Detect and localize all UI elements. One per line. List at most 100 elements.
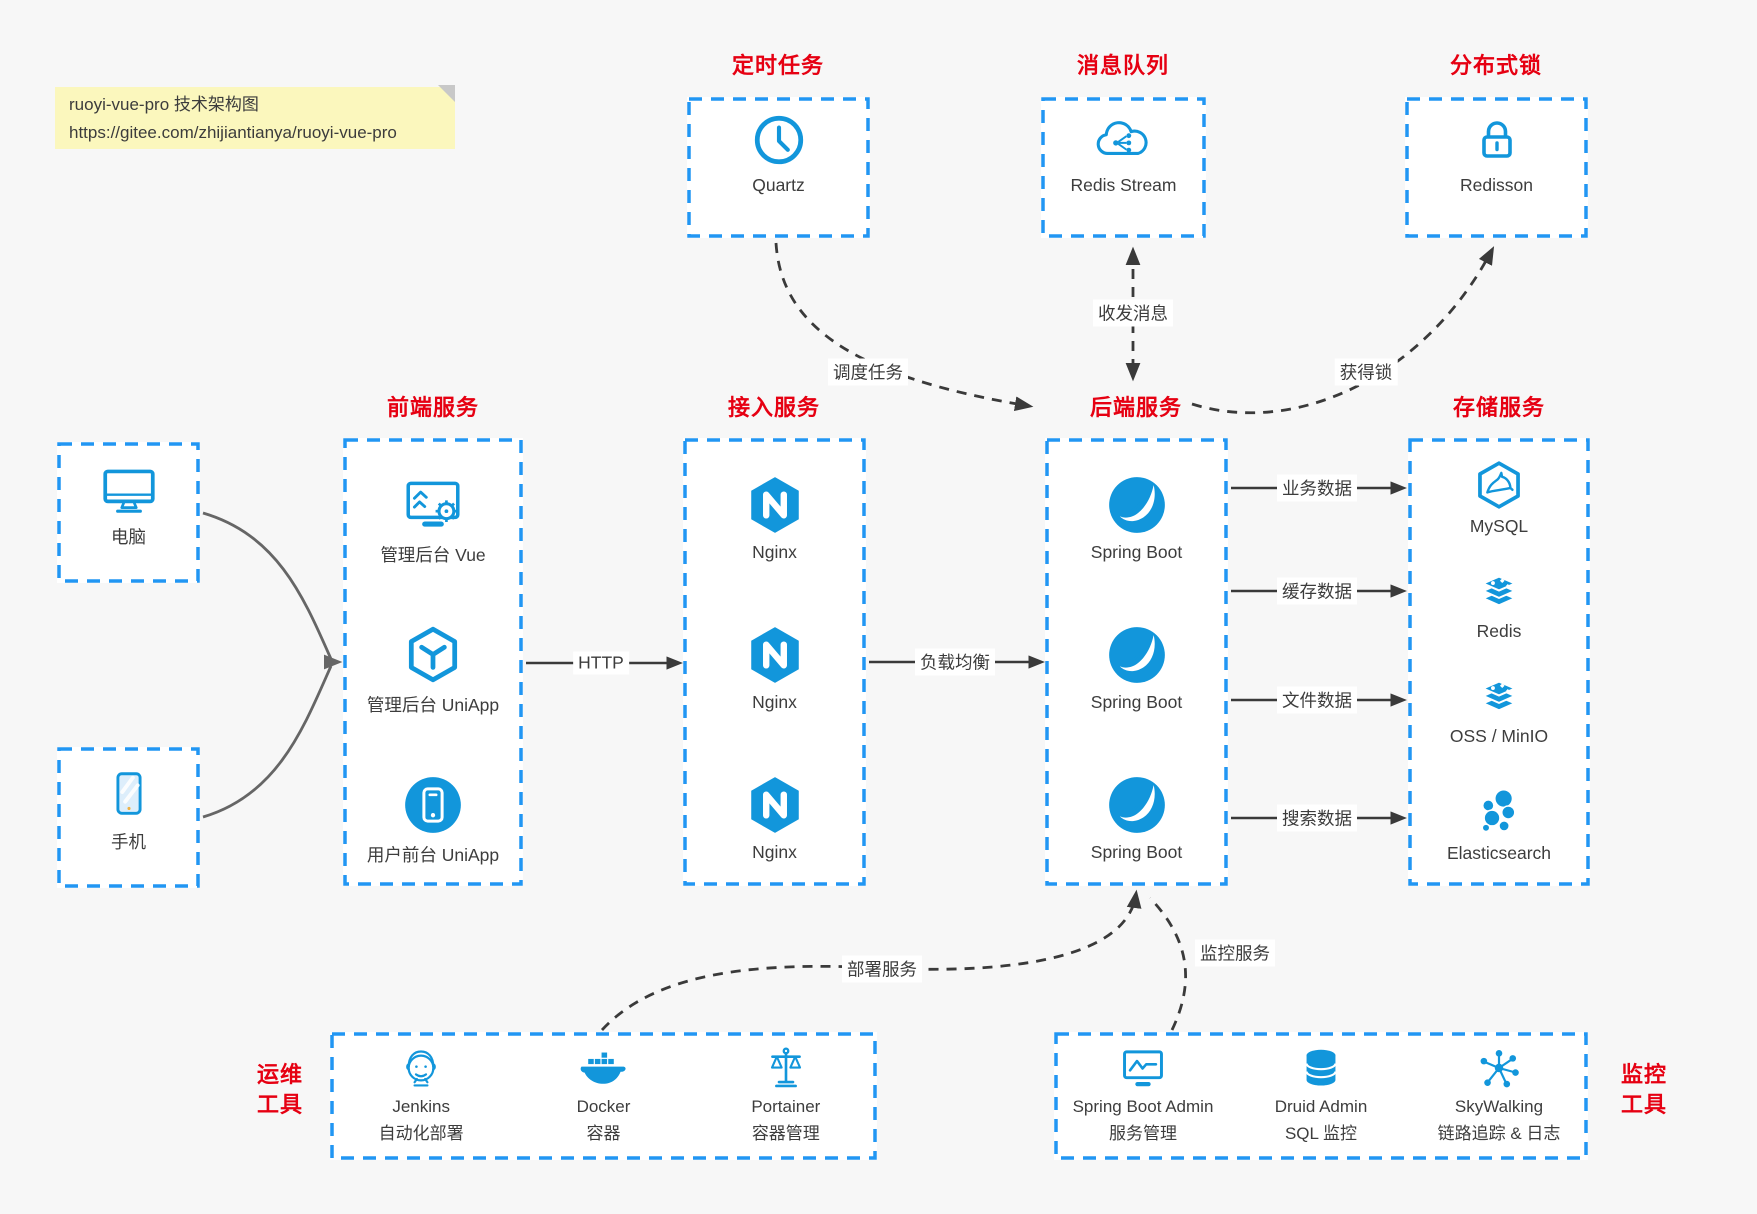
column-title-gateway: 接入服务 (727, 395, 821, 420)
list-item: Nginx (683, 622, 866, 713)
note-title: ruoyi-vue-pro 技术架构图 (69, 95, 259, 114)
spring-boot-icon (1107, 475, 1167, 535)
node-label: OSS / MinIO (1449, 726, 1549, 746)
lock-icon (1469, 112, 1525, 168)
group-title-message-queue: 消息队列 (1076, 53, 1170, 78)
jenkins-icon (399, 1044, 443, 1092)
group-title-scheduled-tasks: 定时任务 (731, 53, 825, 78)
ops-tools-label: 运维 工具 (256, 1062, 303, 1117)
node-label: Spring Boot (1090, 842, 1183, 862)
list-item: Druid Admin SQL 监控 (1232, 1042, 1410, 1160)
node-label: Portainer (751, 1097, 821, 1116)
edge-label-acquire-lock: 获得锁 (1334, 358, 1398, 386)
group-title-distributed-lock: 分布式锁 (1449, 53, 1543, 78)
group-monitor-tools: Spring Boot Admin 服务管理 Druid Admin SQL 监… (1054, 1032, 1588, 1160)
note-url: https://gitee.com/zhijiantianya/ruoyi-vu… (69, 123, 397, 143)
list-item: Nginx (683, 772, 866, 863)
edge-label-schedule: 调度任务 (828, 358, 908, 386)
column-title-storage: 存储服务 (1452, 395, 1546, 420)
edge-label-monitor: 监控服务 (1195, 939, 1275, 967)
node-label: Redis Stream (1070, 175, 1177, 195)
list-item: 用户前台 UniApp (343, 772, 523, 867)
user-app-icon (403, 775, 463, 835)
node-label: Spring Boot Admin (1072, 1097, 1214, 1116)
docker-icon (578, 1047, 628, 1089)
node-sublabel: 容器 (586, 1124, 621, 1143)
node-label: Nginx (752, 692, 797, 712)
node-label: 用户前台 UniApp (366, 845, 500, 865)
mobile-icon (102, 767, 156, 821)
node-label: Nginx (752, 542, 797, 562)
desktop-icon (98, 460, 160, 518)
node-label: Spring Boot (1090, 692, 1183, 712)
list-item: Spring Boot (1045, 472, 1228, 563)
sticky-note: ruoyi-vue-pro 技术架构图 https://gitee.com/zh… (55, 85, 455, 149)
column-title-frontend: 前端服务 (386, 395, 480, 420)
uniapp-cube-icon (404, 624, 462, 686)
node-label: 电脑 (111, 527, 146, 547)
node-mobile-client: 手机 (57, 747, 200, 888)
node-label: Redisson (1460, 175, 1533, 195)
elasticsearch-icon (1473, 786, 1525, 838)
cloud-share-icon (1093, 115, 1155, 165)
mysql-icon (1473, 459, 1525, 511)
node-label: Nginx (752, 842, 797, 862)
node-sublabel: 自动化部署 (378, 1124, 464, 1143)
edge-monitor (1148, 897, 1187, 1031)
clock-icon (750, 111, 808, 169)
edge-label-file-data: 文件数据 (1277, 686, 1357, 714)
node-sublabel: 容器管理 (751, 1124, 820, 1143)
column-title-backend: 后端服务 (1089, 395, 1183, 420)
list-item: 管理后台 Vue (343, 472, 523, 567)
list-item: Portainer 容器管理 (695, 1042, 877, 1160)
node-label: SkyWalking (1454, 1097, 1544, 1116)
column-gateway: Nginx Nginx Nginx (683, 438, 866, 886)
list-item: Redis (1408, 563, 1590, 642)
node-label: Jenkins (392, 1097, 450, 1116)
list-item: MySQL (1408, 458, 1590, 537)
node-label: Elasticsearch (1446, 843, 1552, 863)
list-item: Spring Boot (1045, 622, 1228, 713)
edge-acquire-lock (1191, 246, 1495, 415)
node-pc-client: 电脑 (57, 442, 200, 583)
list-item: Docker 容器 (512, 1042, 694, 1160)
node-redisson: Redisson (1405, 97, 1588, 238)
list-item: Spring Boot Admin 服务管理 (1054, 1042, 1232, 1160)
spring-boot-icon (1107, 775, 1167, 835)
node-label: 管理后台 Vue (380, 545, 486, 565)
list-item: 管理后台 UniApp (343, 622, 523, 717)
node-label: Docker (576, 1097, 631, 1116)
node-label: Redis (1476, 621, 1522, 641)
portainer-icon (765, 1045, 807, 1091)
node-sublabel: SQL 监控 (1284, 1124, 1358, 1143)
list-item: SkyWalking 链路追踪 & 日志 (1410, 1042, 1588, 1160)
column-backend: Spring Boot Spring Boot Spring Boot (1045, 438, 1228, 886)
spring-boot-icon (1107, 625, 1167, 685)
skywalking-icon (1477, 1046, 1521, 1090)
edge-label-deploy: 部署服务 (842, 955, 922, 983)
edge-mobile-to-frontend (202, 665, 333, 819)
column-storage: MySQL Redis OSS / MinIO Elasticsearch (1408, 438, 1590, 886)
admin-vue-icon (401, 476, 465, 534)
springboot-admin-icon (1119, 1046, 1167, 1090)
node-sublabel: 服务管理 (1109, 1124, 1177, 1143)
node-label: Quartz (752, 175, 805, 195)
node-label: MySQL (1469, 516, 1529, 536)
node-label: 手机 (111, 832, 146, 852)
edge-label-load-balance: 负载均衡 (915, 648, 995, 676)
node-label: Spring Boot (1090, 542, 1183, 562)
list-item: OSS / MinIO (1408, 668, 1590, 747)
node-label: Druid Admin (1274, 1097, 1368, 1116)
client-connectors (202, 511, 343, 819)
edge-label-message: 收发消息 (1093, 299, 1173, 327)
list-item: Nginx (683, 472, 866, 563)
node-sublabel: 链路追踪 & 日志 (1437, 1124, 1561, 1143)
edge-label-business-data: 业务数据 (1277, 474, 1357, 502)
list-item: Elasticsearch (1408, 785, 1590, 864)
nginx-icon (746, 624, 804, 686)
group-ops-tools: Jenkins 自动化部署 Docker 容器 Portainer 容器管理 (330, 1032, 877, 1160)
list-item: Jenkins 自动化部署 (330, 1042, 512, 1160)
nginx-icon (746, 774, 804, 836)
list-item: Spring Boot (1045, 772, 1228, 863)
